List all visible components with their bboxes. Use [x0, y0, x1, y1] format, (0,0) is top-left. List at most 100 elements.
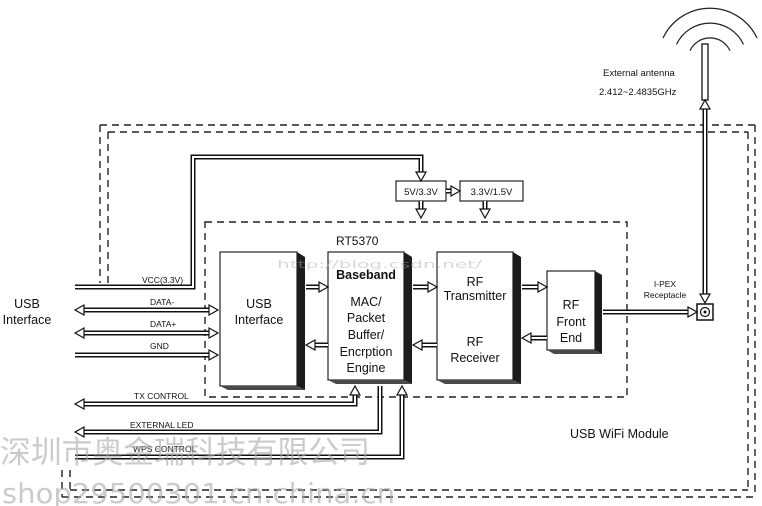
tx-control-connector-arrowhead-left — [73, 397, 85, 411]
data-plus-connector-arrowhead-left — [73, 326, 85, 340]
tx-control-connector-core — [84, 395, 356, 405]
rf-block-side — [513, 252, 521, 384]
baseband-to-usb-connector-arrowhead-left — [304, 338, 316, 352]
rf-to-frontend-connector-arrowhead-right — [537, 280, 549, 294]
baseband-block-line2: Packet — [347, 311, 386, 325]
antenna-label: External antenna — [603, 68, 676, 79]
regulator2-output-connector — [478, 201, 492, 220]
antenna-frequency: 2.412~2.4835GHz — [599, 87, 677, 98]
watermark-shop: shop29500301.cn.china.cn — [2, 477, 395, 506]
watermark-blog: http://blog.csdn.net/ — [277, 259, 483, 271]
baseband-block-side — [404, 252, 412, 384]
usb-interface-block-line1: USB — [246, 297, 272, 311]
external-led-connector — [73, 386, 383, 439]
antenna-wave-inner — [689, 37, 731, 51]
rf-block-front — [436, 251, 514, 381]
regulator-link-connector-arrowhead-right — [450, 184, 462, 198]
signal-wps-control-label: WPS CONTROL — [133, 444, 197, 454]
tx-control-connector-arrowhead-up-1 — [348, 384, 362, 396]
baseband-to-rf-connector — [413, 280, 439, 294]
regulator1-output-connector-arrowhead-down — [414, 208, 428, 220]
rf-front-end-line3: End — [560, 331, 582, 345]
external-led-connector-core — [84, 386, 381, 433]
rf-block — [436, 251, 521, 384]
frontend-to-ipex-connector-arrowhead-right — [687, 305, 699, 319]
tx-control-connector — [73, 384, 362, 411]
data-plus-connector — [73, 326, 220, 340]
rf-front-end-block-front — [546, 270, 596, 351]
rf-front-end-line2: Front — [556, 315, 586, 329]
external-led-connector-outline — [84, 386, 383, 435]
chip-name: RT5370 — [336, 234, 379, 248]
signal-data-minus-label: DATA- — [150, 297, 174, 307]
wps-control-connector-arrowhead-up — [395, 384, 409, 396]
wps-control-connector-core — [75, 395, 403, 458]
data-minus-connector — [73, 303, 220, 317]
baseband-block — [327, 251, 412, 384]
signal-vcc-label: VCC(3.3V) — [142, 275, 183, 285]
data-minus-connector-arrowhead-right-1 — [208, 303, 220, 317]
rf-transmitter-line2: Transmitter — [444, 289, 507, 303]
signal-gnd-label: GND — [150, 341, 169, 351]
watermarks: http://blog.csdn.net/ 深圳市奥金瑞科技有限公司 shop2… — [0, 259, 483, 506]
rf-receiver-line2: Receiver — [450, 351, 499, 365]
baseband-block-bottom — [328, 380, 412, 384]
baseband-block-line3: Buffer/ — [348, 328, 385, 342]
module-label: USB WiFi Module — [570, 427, 669, 441]
watermark-company: 深圳市奥金瑞科技有限公司 — [0, 435, 370, 471]
connectors — [73, 98, 712, 460]
usb-to-baseband-connector-arrowhead-right — [318, 280, 330, 294]
regulator-5v-3v3-label: 5V/3.3V — [404, 187, 438, 198]
ipex-connector-pin — [703, 310, 707, 314]
host-usb-label-line2: Interface — [3, 313, 52, 327]
antenna-feed-connector — [698, 98, 712, 305]
tx-control-connector-outline — [84, 395, 358, 407]
vcc-connector — [75, 154, 428, 290]
frontend-to-rf-connector-arrowhead-left — [520, 331, 532, 345]
baseband-to-rf-connector-arrowhead-right — [427, 280, 439, 294]
regulator-3v3-1v5-label: 3.3V/1.5V — [471, 187, 513, 198]
ipex-label-line1: I-PEX — [654, 279, 677, 289]
gnd-connector — [75, 348, 220, 362]
ipex-connector-ring — [699, 306, 711, 318]
antenna-wave-outer — [662, 7, 758, 39]
vcc-connector-arrowhead-down — [414, 171, 428, 183]
data-plus-connector-arrowhead-right-1 — [208, 326, 220, 340]
signal-external-led-label: EXTERNAL LED — [130, 420, 193, 430]
regulator-link-connector — [446, 184, 462, 198]
antenna-wave-middle — [675, 22, 745, 45]
signal-data-plus-label: DATA+ — [150, 319, 176, 329]
regulator1-output-connector — [414, 201, 428, 220]
rf-receiver-line1: RF — [467, 335, 484, 349]
antenna-mast — [701, 43, 709, 101]
baseband-block-line4: Encrption — [340, 345, 393, 359]
rf-front-end-block-side — [595, 271, 602, 354]
usb-interface-block-front — [219, 251, 298, 387]
rf-to-baseband-connector-arrowhead-left — [411, 338, 423, 352]
usb-interface-block-bottom — [220, 386, 305, 390]
ipex-label-line2: Receptacle — [644, 290, 687, 300]
rf-to-frontend-connector — [522, 280, 549, 294]
rf-front-end-block-bottom — [547, 350, 602, 354]
host-usb-label-line1: USB — [14, 297, 40, 311]
antenna-icon — [662, 7, 758, 101]
ipex-connector-icon — [696, 303, 714, 321]
labels: External antenna 2.412~2.4835GHz USB Int… — [3, 68, 687, 454]
rf-front-end-line1: RF — [563, 298, 580, 312]
rf-front-end-block — [546, 270, 602, 354]
regulator2-output-connector-arrowhead-down — [478, 208, 492, 220]
baseband-block-front — [327, 251, 405, 381]
wps-control-connector — [75, 384, 409, 460]
vcc-connector-core — [75, 156, 422, 288]
baseband-block-line1: MAC/ — [350, 295, 382, 309]
frontend-to-rf-connector — [520, 331, 547, 345]
module-boundary — [61, 124, 756, 498]
rf-to-baseband-connector — [411, 338, 437, 352]
data-minus-connector-arrowhead-left — [73, 303, 85, 317]
external-led-connector-arrowhead-left — [73, 425, 85, 439]
usb-interface-block-side — [297, 252, 305, 390]
baseband-to-usb-connector — [304, 338, 328, 352]
baseband-block-title: Baseband — [336, 268, 396, 282]
frontend-to-ipex-connector — [603, 305, 699, 319]
gnd-connector-arrowhead-right — [208, 348, 220, 362]
